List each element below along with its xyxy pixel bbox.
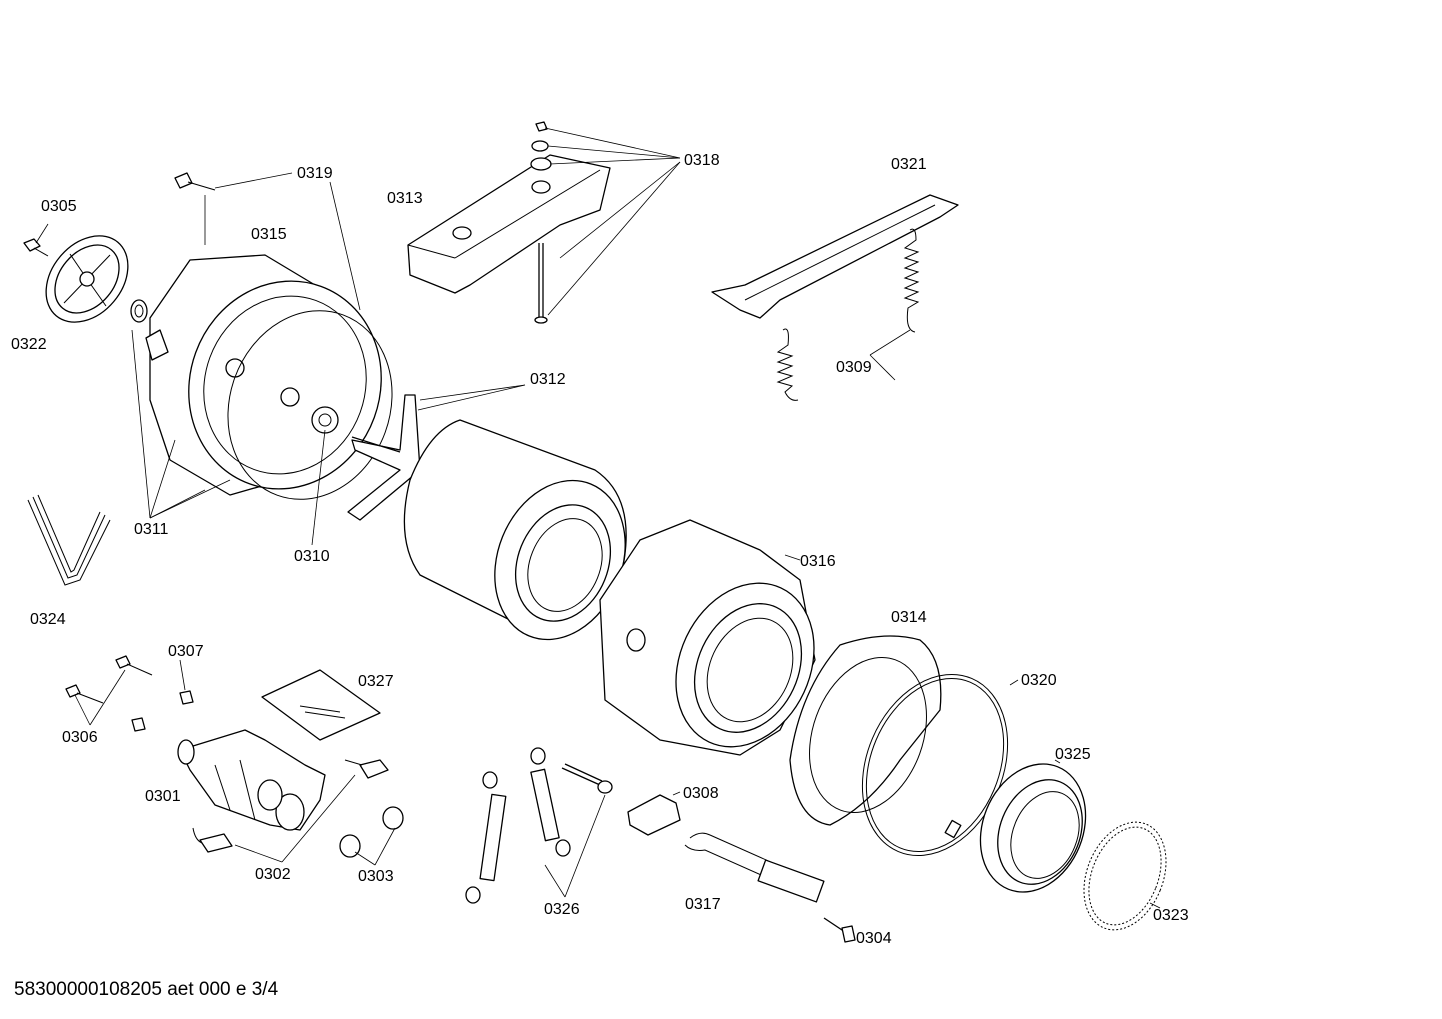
part-0324-belt bbox=[27, 494, 111, 586]
part-0319-screw bbox=[174, 172, 216, 191]
label-0322: 0322 bbox=[11, 336, 47, 353]
label-0305: 0305 bbox=[41, 198, 77, 215]
part-0326-shock-absorbers bbox=[465, 747, 613, 904]
label-0306: 0306 bbox=[62, 729, 98, 746]
part-0323-wire-ring bbox=[1083, 821, 1167, 931]
part-0302-brushes bbox=[192, 759, 389, 853]
part-0317-heater bbox=[684, 832, 825, 903]
part-0304-ntc-sensor bbox=[823, 917, 856, 943]
part-0310-seal bbox=[227, 310, 393, 500]
label-0324: 0324 bbox=[30, 611, 66, 628]
part-0315-rear-tub bbox=[145, 254, 382, 496]
label-0309: 0309 bbox=[836, 359, 872, 376]
label-0318: 0318 bbox=[684, 152, 720, 169]
part-0303-bushings bbox=[339, 806, 404, 858]
part-0314-counterweight bbox=[789, 635, 942, 826]
label-0325: 0325 bbox=[1055, 746, 1091, 763]
part-0301-motor bbox=[177, 729, 326, 831]
part-0308-sensor bbox=[627, 794, 681, 836]
part-0325-door-seal bbox=[979, 763, 1087, 893]
label-0310: 0310 bbox=[294, 548, 330, 565]
part-0321-support-bar bbox=[711, 194, 959, 319]
label-0312: 0312 bbox=[530, 371, 566, 388]
label-0304: 0304 bbox=[856, 930, 892, 947]
part-bearing-ring bbox=[130, 299, 148, 323]
label-0323: 0323 bbox=[1153, 907, 1189, 924]
part-0305-screw bbox=[23, 238, 49, 257]
label-0321: 0321 bbox=[891, 156, 927, 173]
leader-lines bbox=[35, 127, 1161, 909]
part-drum bbox=[403, 419, 627, 641]
label-0315: 0315 bbox=[251, 226, 287, 243]
label-0311: 0311 bbox=[134, 521, 169, 538]
document-code: 58300000108205 aet 000 e 3/4 bbox=[14, 979, 279, 1000]
label-0308: 0308 bbox=[683, 785, 719, 802]
label-0317: 0317 bbox=[685, 896, 721, 913]
label-0326: 0326 bbox=[544, 901, 580, 918]
label-0303: 0303 bbox=[358, 868, 394, 885]
part-0309-spring bbox=[776, 228, 920, 401]
label-0320: 0320 bbox=[1021, 672, 1057, 689]
part-0327-document bbox=[261, 669, 381, 741]
label-0316: 0316 bbox=[800, 553, 836, 570]
label-0301: 0301 bbox=[145, 788, 181, 805]
part-0318-fasteners bbox=[530, 121, 552, 324]
label-0314: 0314 bbox=[891, 609, 927, 626]
label-0319: 0319 bbox=[297, 165, 333, 182]
part-0322-pulley bbox=[45, 235, 129, 323]
part-0313-bracket bbox=[407, 154, 611, 294]
part-0312-drum-spider bbox=[347, 394, 421, 521]
label-0302: 0302 bbox=[255, 866, 291, 883]
label-0313: 0313 bbox=[387, 190, 423, 207]
part-0316-front-tub bbox=[599, 519, 816, 756]
label-0307: 0307 bbox=[168, 643, 204, 660]
part-0306-0307-screws bbox=[65, 655, 194, 732]
callout-labels: 0305 0322 0319 0315 0313 0318 0321 0309 … bbox=[11, 152, 1189, 947]
label-0327: 0327 bbox=[358, 673, 394, 690]
